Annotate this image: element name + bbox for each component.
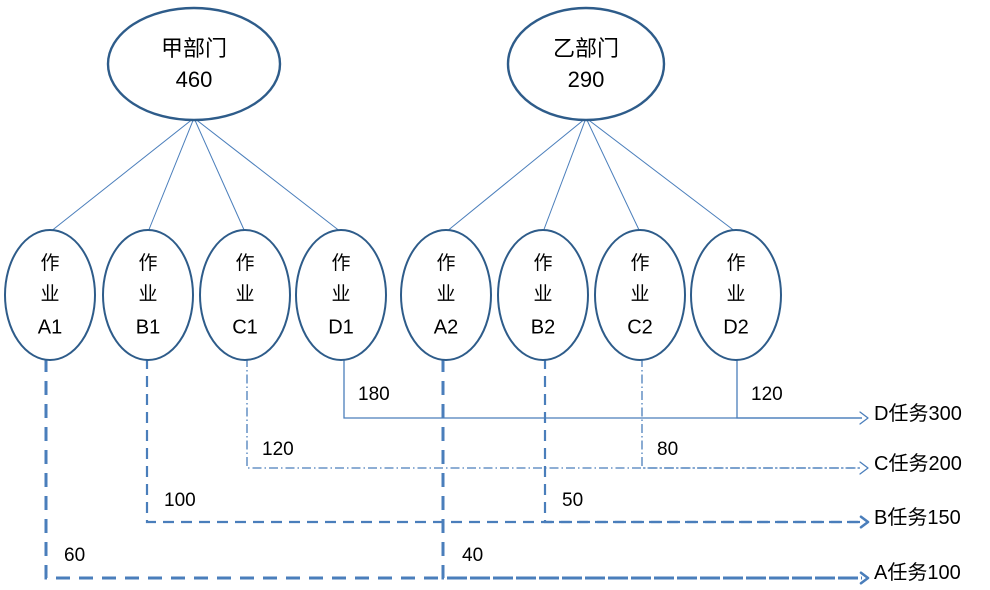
edge-value-flow-a2-a: 40 [462, 545, 484, 566]
task-node-task-c1[interactable] [199, 229, 291, 361]
task-cn-char-task-b1-0: 作 [138, 252, 157, 274]
flow-path-flow-d2-d [736, 358, 862, 419]
edge-value-flow-d1-d: 180 [358, 384, 390, 405]
tree-link-dept-yi-task-c2 [585, 117, 641, 233]
task-cn-char-task-b1-1: 业 [138, 283, 157, 305]
task-node-task-c2[interactable] [594, 229, 686, 361]
edge-value-flow-d2-d: 120 [751, 384, 783, 405]
edge-value-flow-c2-c: 80 [657, 439, 679, 460]
task-cn-char-task-c1-1: 业 [235, 283, 254, 305]
task-code-task-d2: D2 [723, 316, 749, 338]
row-label-row-c: C任务200 [874, 453, 962, 475]
edge-value-flow-b2-b: 50 [562, 490, 584, 511]
task-cn-char-task-b2-1: 业 [533, 283, 552, 305]
arrowhead-row-c [859, 461, 869, 475]
task-node-task-b2[interactable] [497, 229, 589, 361]
task-cn-char-task-a2-1: 业 [436, 283, 455, 305]
edge-value-flow-a1-a: 60 [64, 545, 86, 566]
task-node-task-b1[interactable] [102, 229, 194, 361]
department-name-dept-jia: 甲部门 [161, 36, 227, 61]
tree-link-dept-yi-task-a2 [445, 117, 587, 233]
task-node-task-a1[interactable] [4, 229, 96, 361]
task-node-task-d2[interactable] [690, 229, 782, 361]
task-cn-char-task-b2-0: 作 [533, 252, 552, 274]
department-name-dept-yi: 乙部门 [553, 36, 619, 61]
flow-path-flow-c2-c [641, 358, 862, 469]
task-code-task-d1: D1 [328, 316, 354, 338]
arrowhead-row-d [859, 411, 869, 425]
task-cn-char-task-c1-0: 作 [235, 252, 254, 274]
row-label-row-d: D任务300 [874, 403, 962, 425]
flow-path-flow-b1-b [145, 358, 862, 524]
task-cn-char-task-c2-1: 业 [630, 283, 649, 305]
department-value-dept-yi: 290 [568, 67, 605, 92]
task-cn-char-task-a1-1: 业 [40, 283, 59, 305]
flow-path-flow-d1-d [343, 358, 862, 419]
task-node-task-d1[interactable] [295, 229, 387, 361]
tree-link-dept-jia-task-c1 [193, 117, 246, 233]
node-label-group: 甲部门460乙部门290作业A1作业B1作业C1作业D1作业A2作业B2作业C2… [38, 36, 749, 338]
task-cn-char-task-a2-0: 作 [436, 252, 455, 274]
flow-path-group [44, 358, 870, 585]
task-code-task-c1: C1 [232, 316, 258, 338]
task-cn-char-task-d1-1: 业 [331, 283, 350, 305]
department-node-dept-jia[interactable] [106, 6, 282, 122]
task-code-task-a2: A2 [434, 316, 458, 338]
flow-path-flow-a1-a [44, 358, 862, 580]
row-label-row-b: B任务150 [874, 507, 961, 529]
task-cn-char-task-d2-1: 业 [726, 283, 745, 305]
arrowhead-row-b [859, 515, 870, 529]
task-code-task-a1: A1 [38, 316, 62, 338]
tree-link-dept-yi-task-b2 [542, 117, 587, 233]
tree-link-group [49, 117, 737, 233]
task-code-task-b2: B2 [531, 316, 555, 338]
tree-link-dept-jia-task-a1 [49, 117, 195, 233]
tree-link-dept-yi-task-d2 [585, 117, 737, 233]
department-value-dept-jia: 460 [176, 67, 213, 92]
task-cn-char-task-a1-0: 作 [40, 252, 59, 274]
edge-value-flow-c1-c: 120 [262, 439, 294, 460]
task-node-task-a2[interactable] [400, 229, 492, 361]
flow-path-flow-c1-c [246, 358, 862, 469]
task-cn-char-task-d1-0: 作 [331, 252, 350, 274]
department-node-dept-yi[interactable] [506, 6, 666, 122]
flow-path-flow-b2-b [543, 358, 862, 524]
task-code-task-b1: B1 [136, 316, 160, 338]
task-cn-char-task-d2-0: 作 [726, 252, 745, 274]
row-label-row-a: A任务100 [874, 562, 961, 584]
tree-link-dept-jia-task-d1 [193, 117, 342, 233]
edge-value-flow-b1-b: 100 [164, 490, 196, 511]
task-cn-char-task-c2-0: 作 [630, 252, 649, 274]
node-shape-group [4, 6, 782, 361]
tree-link-dept-jia-task-b1 [147, 117, 195, 233]
flow-path-flow-a2-a [441, 358, 862, 580]
arrowhead-row-a [859, 571, 870, 585]
task-code-task-c2: C2 [627, 316, 653, 338]
